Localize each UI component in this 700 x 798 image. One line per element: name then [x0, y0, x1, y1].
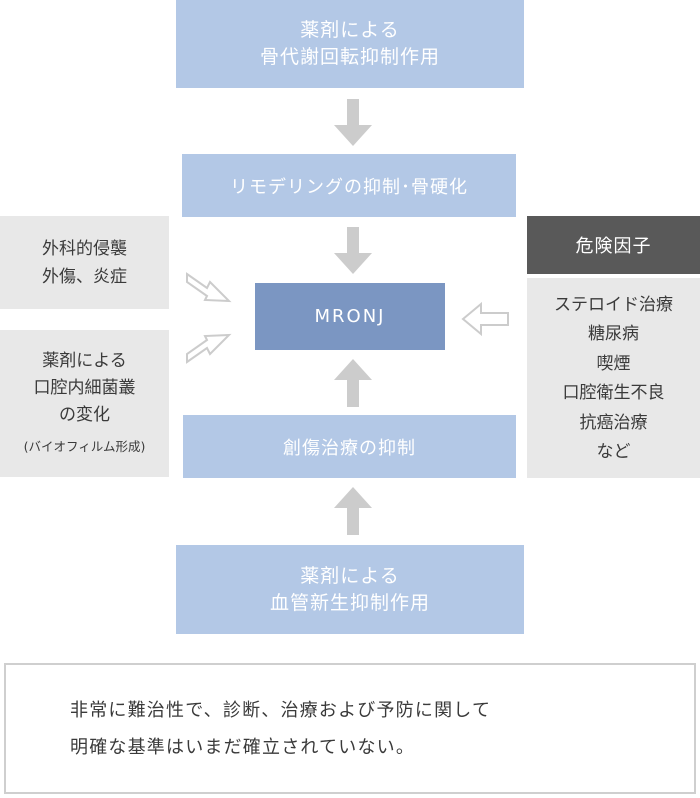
list-item: など	[596, 442, 631, 462]
bottom-box-line1: 薬剤による	[300, 564, 400, 587]
list-item: ステロイド治療	[554, 294, 673, 315]
top-box-drug-bone-turnover: 薬剤による 骨代謝回転抑制作用	[176, 0, 524, 88]
left-bottom-line4: (バイオフィルム形成)	[23, 438, 146, 454]
arrow-up-icon	[334, 487, 372, 535]
list-item: 抗癌治療	[579, 412, 648, 433]
list-item: 口腔衛生不良	[562, 383, 665, 403]
risk-factors-title: 危険因子	[575, 236, 652, 257]
left-top-line2: 外傷、炎症	[42, 266, 127, 287]
left-box-surgical-invasion: 外科的侵襲 外傷、炎症	[0, 216, 169, 309]
arrow-up-icon	[334, 359, 372, 407]
wound-healing-box: 創傷治療の抑制	[183, 415, 516, 478]
risk-factors-list: ステロイド治療 糖尿病 喫煙 口腔衛生不良 抗癌治療 など	[527, 278, 700, 478]
note-line2: 明確な基準はいまだ確立されていない。	[70, 736, 416, 758]
note-box: 非常に難治性で、診断、治療および予防に関して 明確な基準はいまだ確立されていない…	[4, 663, 696, 794]
top-box-line2: 骨代謝回転抑制作用	[259, 46, 440, 68]
remodeling-box: リモデリングの抑制･骨硬化	[182, 154, 516, 217]
mronj-box: MRONJ	[255, 283, 445, 350]
list-item: 喫煙	[596, 353, 631, 374]
list-item: 糖尿病	[588, 324, 639, 344]
arrow-down-icon	[334, 99, 372, 146]
remodeling-label: リモデリングの抑制･骨硬化	[230, 176, 468, 198]
arrow-down-icon	[334, 227, 372, 274]
wound-healing-label: 創傷治療の抑制	[283, 437, 416, 459]
risk-factors-header: 危険因子	[527, 216, 700, 274]
left-bottom-line2: 口腔内細菌叢	[33, 377, 136, 398]
left-bottom-line1: 薬剤による	[42, 350, 127, 371]
mronj-label: MRONJ	[314, 306, 386, 327]
left-box-oral-bacteria: 薬剤による 口腔内細菌叢 の変化 (バイオフィルム形成)	[0, 330, 169, 477]
left-bottom-line3: の変化	[59, 404, 110, 425]
arrow-diagonal-up-right-icon	[186, 333, 232, 364]
left-top-line1: 外科的侵襲	[42, 238, 127, 259]
arrow-diagonal-down-right-icon	[186, 272, 232, 303]
arrow-left-icon	[461, 301, 509, 337]
note-line1: 非常に難治性で、診断、治療および予防に関して	[70, 699, 492, 721]
bottom-box-drug-angiogenesis: 薬剤による 血管新生抑制作用	[176, 545, 524, 634]
top-box-line1: 薬剤による	[300, 19, 400, 41]
bottom-box-line2: 血管新生抑制作用	[269, 591, 430, 614]
